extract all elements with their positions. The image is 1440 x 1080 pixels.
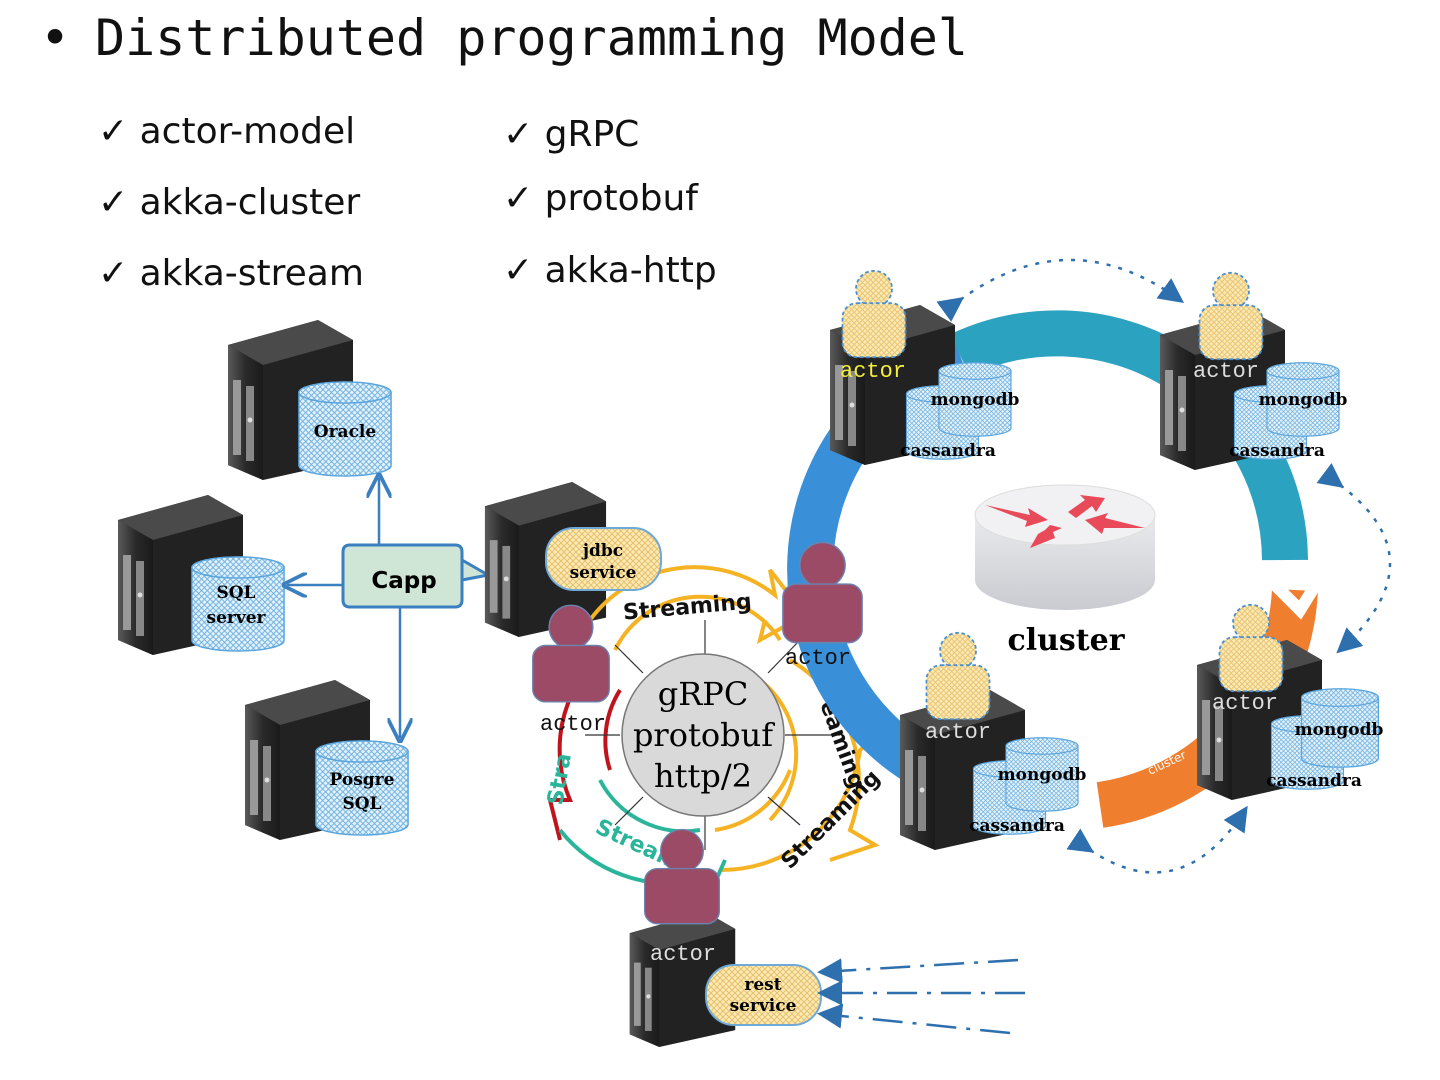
- cluster-node-top-right: actor mongodb cassandra: [1160, 271, 1348, 470]
- db-label: cassandra: [900, 441, 996, 461]
- feature-list-right: ✓ gRPC ✓ protobuf ✓ akka-http: [503, 114, 717, 291]
- bullet: •: [40, 9, 70, 67]
- service-label: service: [730, 996, 797, 1016]
- feature-list-left: ✓ actor-model ✓ akka-cluster ✓ akka-stre…: [98, 111, 364, 294]
- capp-box: Capp: [341, 543, 493, 609]
- db-label: Posgre: [330, 770, 395, 790]
- list-item: ✓ akka-stream: [98, 253, 364, 294]
- actor-icon: [1198, 271, 1264, 361]
- actor-label: actor: [1193, 359, 1259, 384]
- cluster-node-top-left: actor mongodb cassandra: [830, 269, 1020, 465]
- hub-label: gRPC: [658, 675, 749, 713]
- oracle-node: Oracle: [228, 320, 392, 480]
- actor-label: actor: [540, 712, 606, 737]
- actor-label: actor: [925, 720, 991, 745]
- actor-label: actor: [1212, 691, 1278, 716]
- actor-label: actor: [840, 359, 906, 384]
- db-label: mongodb: [1259, 390, 1348, 410]
- actor-label: actor: [785, 646, 851, 671]
- streaming-label: Stra: [543, 751, 577, 807]
- list-item: ✓ akka-cluster: [98, 182, 360, 223]
- db-label: Oracle: [314, 422, 377, 442]
- streaming-label: Streaming: [622, 589, 753, 625]
- service-label: service: [570, 563, 637, 583]
- list-item: ✓ gRPC: [503, 114, 639, 155]
- db-label: server: [207, 608, 267, 628]
- service-label: rest: [744, 975, 781, 995]
- http-request-arrows: [817, 958, 1025, 1035]
- cluster-node-bottom-right: actor mongodb cassandra: [1197, 603, 1384, 800]
- db-label: cassandra: [1229, 441, 1325, 461]
- rest-node: actor rest service: [629, 828, 822, 1047]
- db-label: mongodb: [1295, 720, 1384, 740]
- actor-label: actor: [650, 942, 716, 967]
- list-item: ✓ protobuf: [503, 178, 699, 219]
- list-item: ✓ actor-model: [98, 111, 355, 152]
- list-item: ✓ akka-http: [503, 250, 717, 291]
- cluster-title: cluster: [1007, 623, 1125, 658]
- actor-icon: [841, 269, 907, 359]
- grpc-hub: gRPC protobuf http/2: [621, 653, 785, 817]
- db-label: SQL: [216, 583, 255, 603]
- postgres-node: Posgre SQL: [245, 680, 409, 840]
- service-label: jdbc: [581, 541, 623, 561]
- db-label: mongodb: [998, 765, 1087, 785]
- actor-icon: [925, 631, 991, 721]
- db-label: cassandra: [969, 816, 1065, 836]
- jdbc-service: jdbc service: [545, 527, 662, 591]
- slide-title: • Distributed programming Model: [40, 9, 968, 67]
- gossip-arrows: [936, 258, 1392, 874]
- hub-spokes: [585, 620, 840, 850]
- cluster-node-bottom-left: actor mongodb cassandra: [900, 631, 1087, 850]
- title-text: Distributed programming Model: [95, 9, 968, 67]
- hub-label: http/2: [654, 757, 752, 795]
- hub-actor-left: actor: [532, 604, 610, 737]
- db-label: mongodb: [931, 390, 1020, 410]
- db-label: SQL: [342, 794, 381, 814]
- router-icon: cluster: [974, 484, 1156, 658]
- hub-actor-right: actor: [782, 541, 863, 671]
- database-icon: [191, 556, 285, 652]
- sql-server-node: SQL server: [118, 495, 285, 655]
- capp-label: Capp: [371, 568, 436, 594]
- hub-label: protobuf: [633, 716, 775, 754]
- db-label: cassandra: [1266, 771, 1362, 791]
